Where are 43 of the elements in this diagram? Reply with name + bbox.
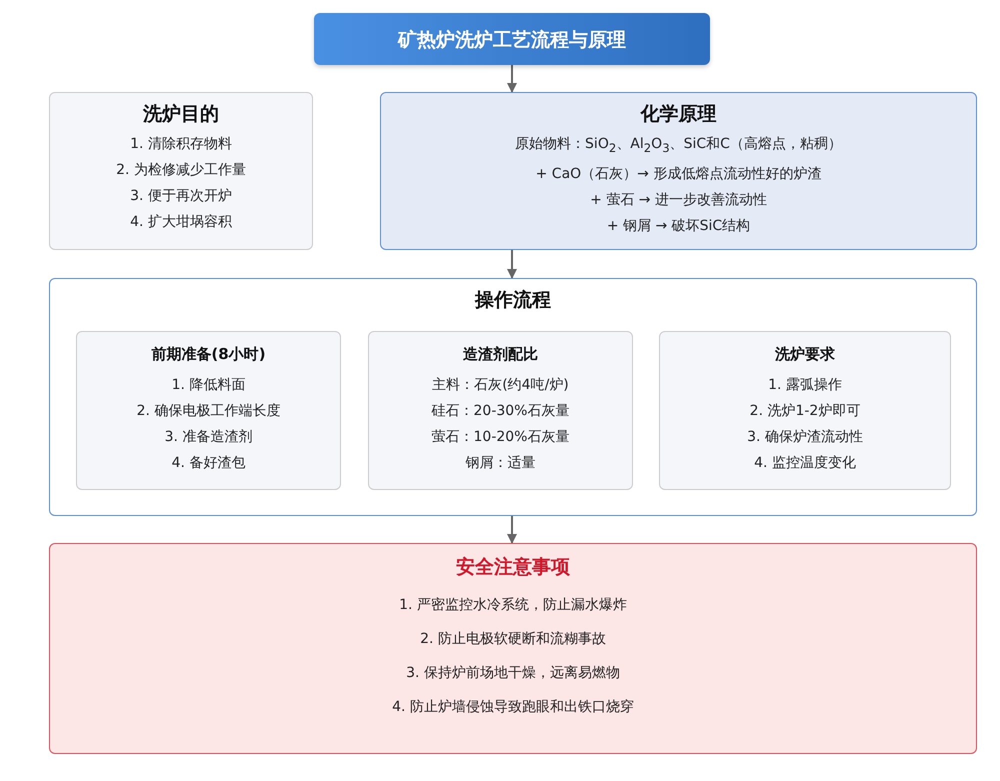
list-item: + 钢屑 → 破坏SiC结构 <box>606 216 750 236</box>
info-card <box>49 92 313 250</box>
list-item: 2. 为检修减少工作量 <box>116 161 246 180</box>
list-item: 1. 降低料面 <box>172 376 246 395</box>
list-item: 4. 监控温度变化 <box>754 454 856 473</box>
list-item: 3. 准备造渣剂 <box>164 428 252 447</box>
card-heading: 化学原理 <box>640 102 716 127</box>
card-heading: 安全注意事项 <box>456 555 570 580</box>
arrow <box>507 250 517 279</box>
list-item: 4. 防止炉墙侵蚀导致跑眼和出铁口烧穿 <box>392 698 634 717</box>
list-item: 1. 清除积存物料 <box>130 135 232 154</box>
list-item: 4. 扩大坩埚容积 <box>130 213 232 232</box>
list-item: + 萤石 → 进一步改善流动性 <box>590 190 767 210</box>
section-panel <box>49 278 977 516</box>
list-item: 主料：石灰(约4吨/炉) <box>432 376 569 395</box>
card-heading: 造渣剂配比 <box>463 345 538 364</box>
card-heading: 洗炉目的 <box>143 102 219 127</box>
list-item: 1. 严密监控水冷系统，防止漏水爆炸 <box>399 596 627 615</box>
list-item: 钢屑：适量 <box>466 454 536 473</box>
list-item: 3. 保持炉前场地干燥，远离易燃物 <box>406 664 620 683</box>
card-heading: 前期准备(8小时) <box>151 345 266 364</box>
list-item: 硅石：20-30%石灰量 <box>432 402 570 421</box>
list-item: 3. 确保炉渣流动性 <box>747 428 863 447</box>
info-card <box>659 331 951 490</box>
card-heading: 操作流程 <box>475 288 551 313</box>
warning-panel <box>49 543 977 754</box>
arrow <box>507 65 517 93</box>
info-card <box>76 331 341 490</box>
list-item: 2. 防止电极软硬断和流糊事故 <box>420 630 606 649</box>
list-item: 1. 露弧操作 <box>768 376 842 395</box>
list-item: 2. 确保电极工作端长度 <box>136 402 280 421</box>
info-card <box>380 92 977 250</box>
info-card <box>368 331 633 490</box>
arrow <box>507 516 517 544</box>
list-item: 3. 便于再次开炉 <box>130 187 232 206</box>
list-item: 萤石：10-20%石灰量 <box>432 428 570 447</box>
list-item: 原始物料：SiO$_{2}$、Al$_{2}$O$_{3}$、SiC和C（高熔点，粘稠） <box>515 135 842 157</box>
title-banner <box>314 13 710 65</box>
list-item: 4. 备好渣包 <box>172 454 246 473</box>
list-item: 2. 洗炉1-2炉即可 <box>750 402 860 421</box>
card-heading: 洗炉要求 <box>775 345 835 364</box>
banner-label: 矿热炉洗炉工艺流程与原理 <box>398 28 626 53</box>
list-item: + CaO（石灰）→ 形成低熔点流动性好的炉渣 <box>536 164 822 184</box>
